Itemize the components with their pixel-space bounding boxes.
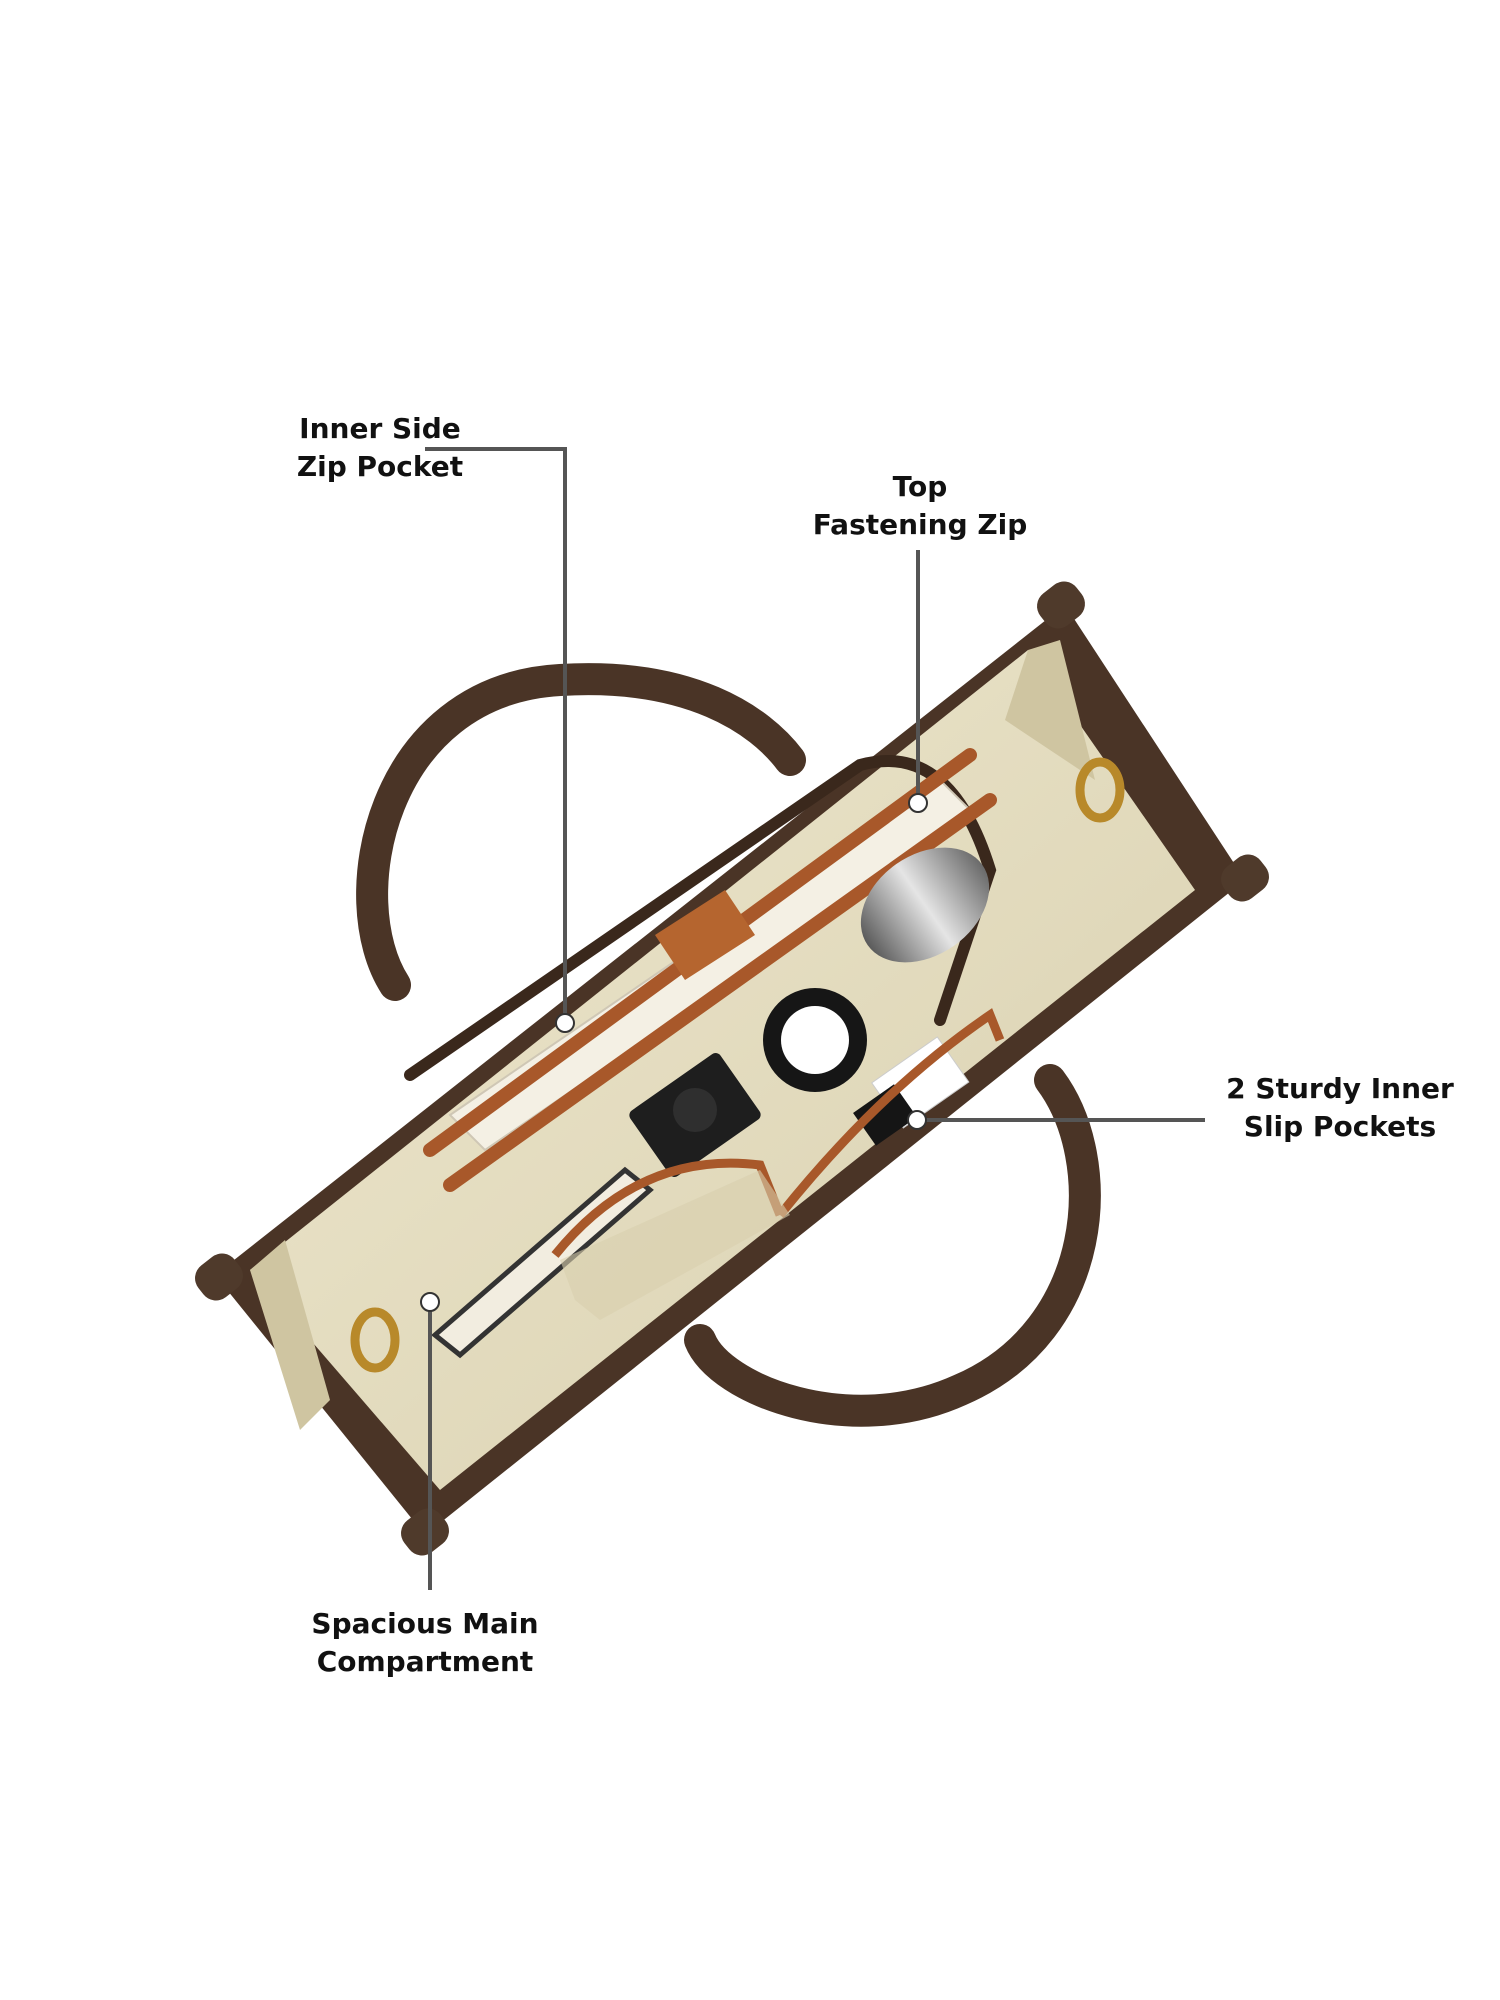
label-line: Inner Side <box>299 412 461 445</box>
slip-pocket-front <box>560 1170 790 1320</box>
slip-pockets <box>551 1008 1005 1258</box>
label-line: Fastening Zip <box>812 508 1028 541</box>
bag-handle-top <box>356 663 806 1001</box>
black-card <box>853 1084 917 1146</box>
label-line: Zip Pocket <box>296 450 464 483</box>
gold-rings <box>350 757 1125 1373</box>
label-line: Spacious Main <box>311 1607 539 1640</box>
callout-dots <box>420 793 928 1312</box>
label-line: Compartment <box>316 1645 534 1678</box>
label-slip-pockets: 2 Sturdy Inner Slip Pockets <box>1185 1070 1495 1146</box>
label-inner-side-zip-pocket: Inner Side Zip Pocket <box>225 410 535 486</box>
label-line: Slip Pockets <box>1243 1110 1437 1143</box>
jar <box>860 847 990 963</box>
black-device <box>629 1053 761 1177</box>
label-top-fastening-zip: Top Fastening Zip <box>765 468 1075 544</box>
label-line: 2 Sturdy Inner <box>1226 1072 1454 1105</box>
label-line: Top <box>892 470 948 503</box>
bag-corner-tabs <box>195 581 1269 1556</box>
leader-lines <box>425 447 1205 1590</box>
label-main-compartment: Spacious Main Compartment <box>270 1605 580 1681</box>
bag-handle-bottom <box>684 1064 1101 1427</box>
